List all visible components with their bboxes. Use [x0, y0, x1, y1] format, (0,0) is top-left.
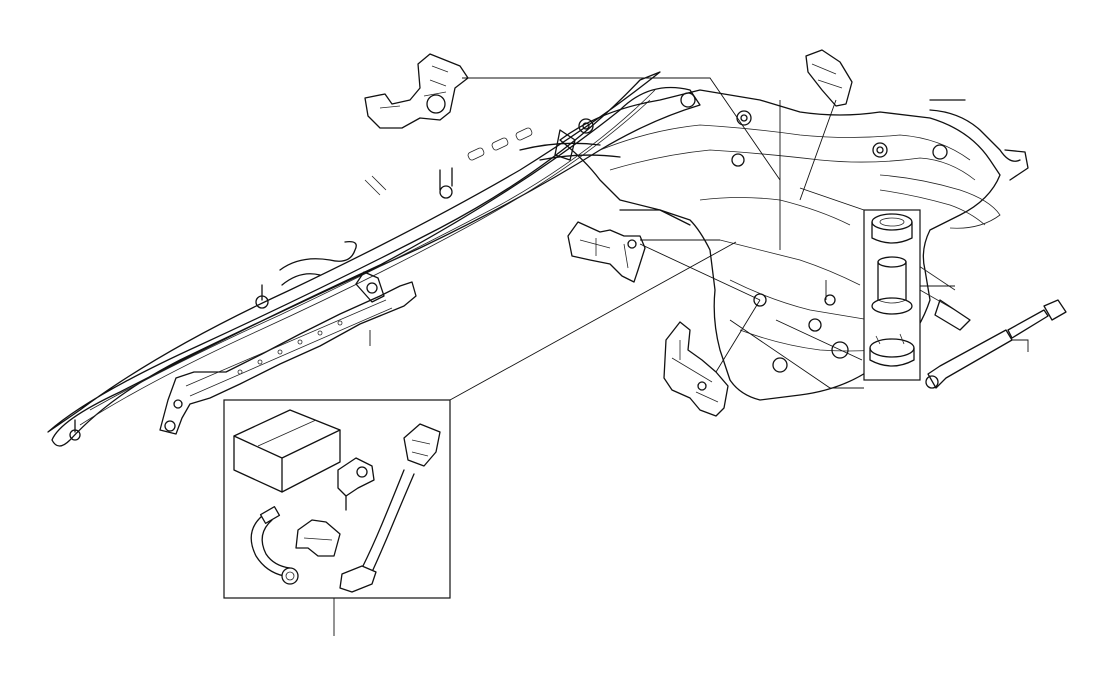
lower-right-bracket[interactable]	[663, 321, 729, 417]
kit-clip[interactable]	[403, 423, 441, 467]
main-frame-mechanism[interactable]	[519, 89, 1029, 401]
leader-lines	[333, 77, 1029, 636]
kit-mount-clip[interactable]	[295, 519, 341, 557]
bushing-collar[interactable]	[869, 333, 915, 367]
kit-connector[interactable]	[337, 457, 375, 511]
kit-bent-pipe[interactable]	[250, 506, 299, 585]
repair-kit-box[interactable]	[223, 399, 451, 599]
right-pad[interactable]	[805, 49, 853, 107]
bushing-sleeve[interactable]	[871, 256, 913, 315]
lower-arm[interactable]	[159, 271, 417, 435]
kit-carton[interactable]	[233, 409, 341, 493]
bushing-ring[interactable]	[871, 213, 913, 244]
bushing-stack-box[interactable]	[863, 209, 921, 381]
kit-hose[interactable]	[339, 469, 415, 593]
gas-strut[interactable]	[925, 299, 1067, 389]
hinge-bracket[interactable]	[567, 221, 646, 283]
top-bracket[interactable]	[364, 53, 469, 129]
main-frame-arm[interactable]	[47, 71, 701, 447]
